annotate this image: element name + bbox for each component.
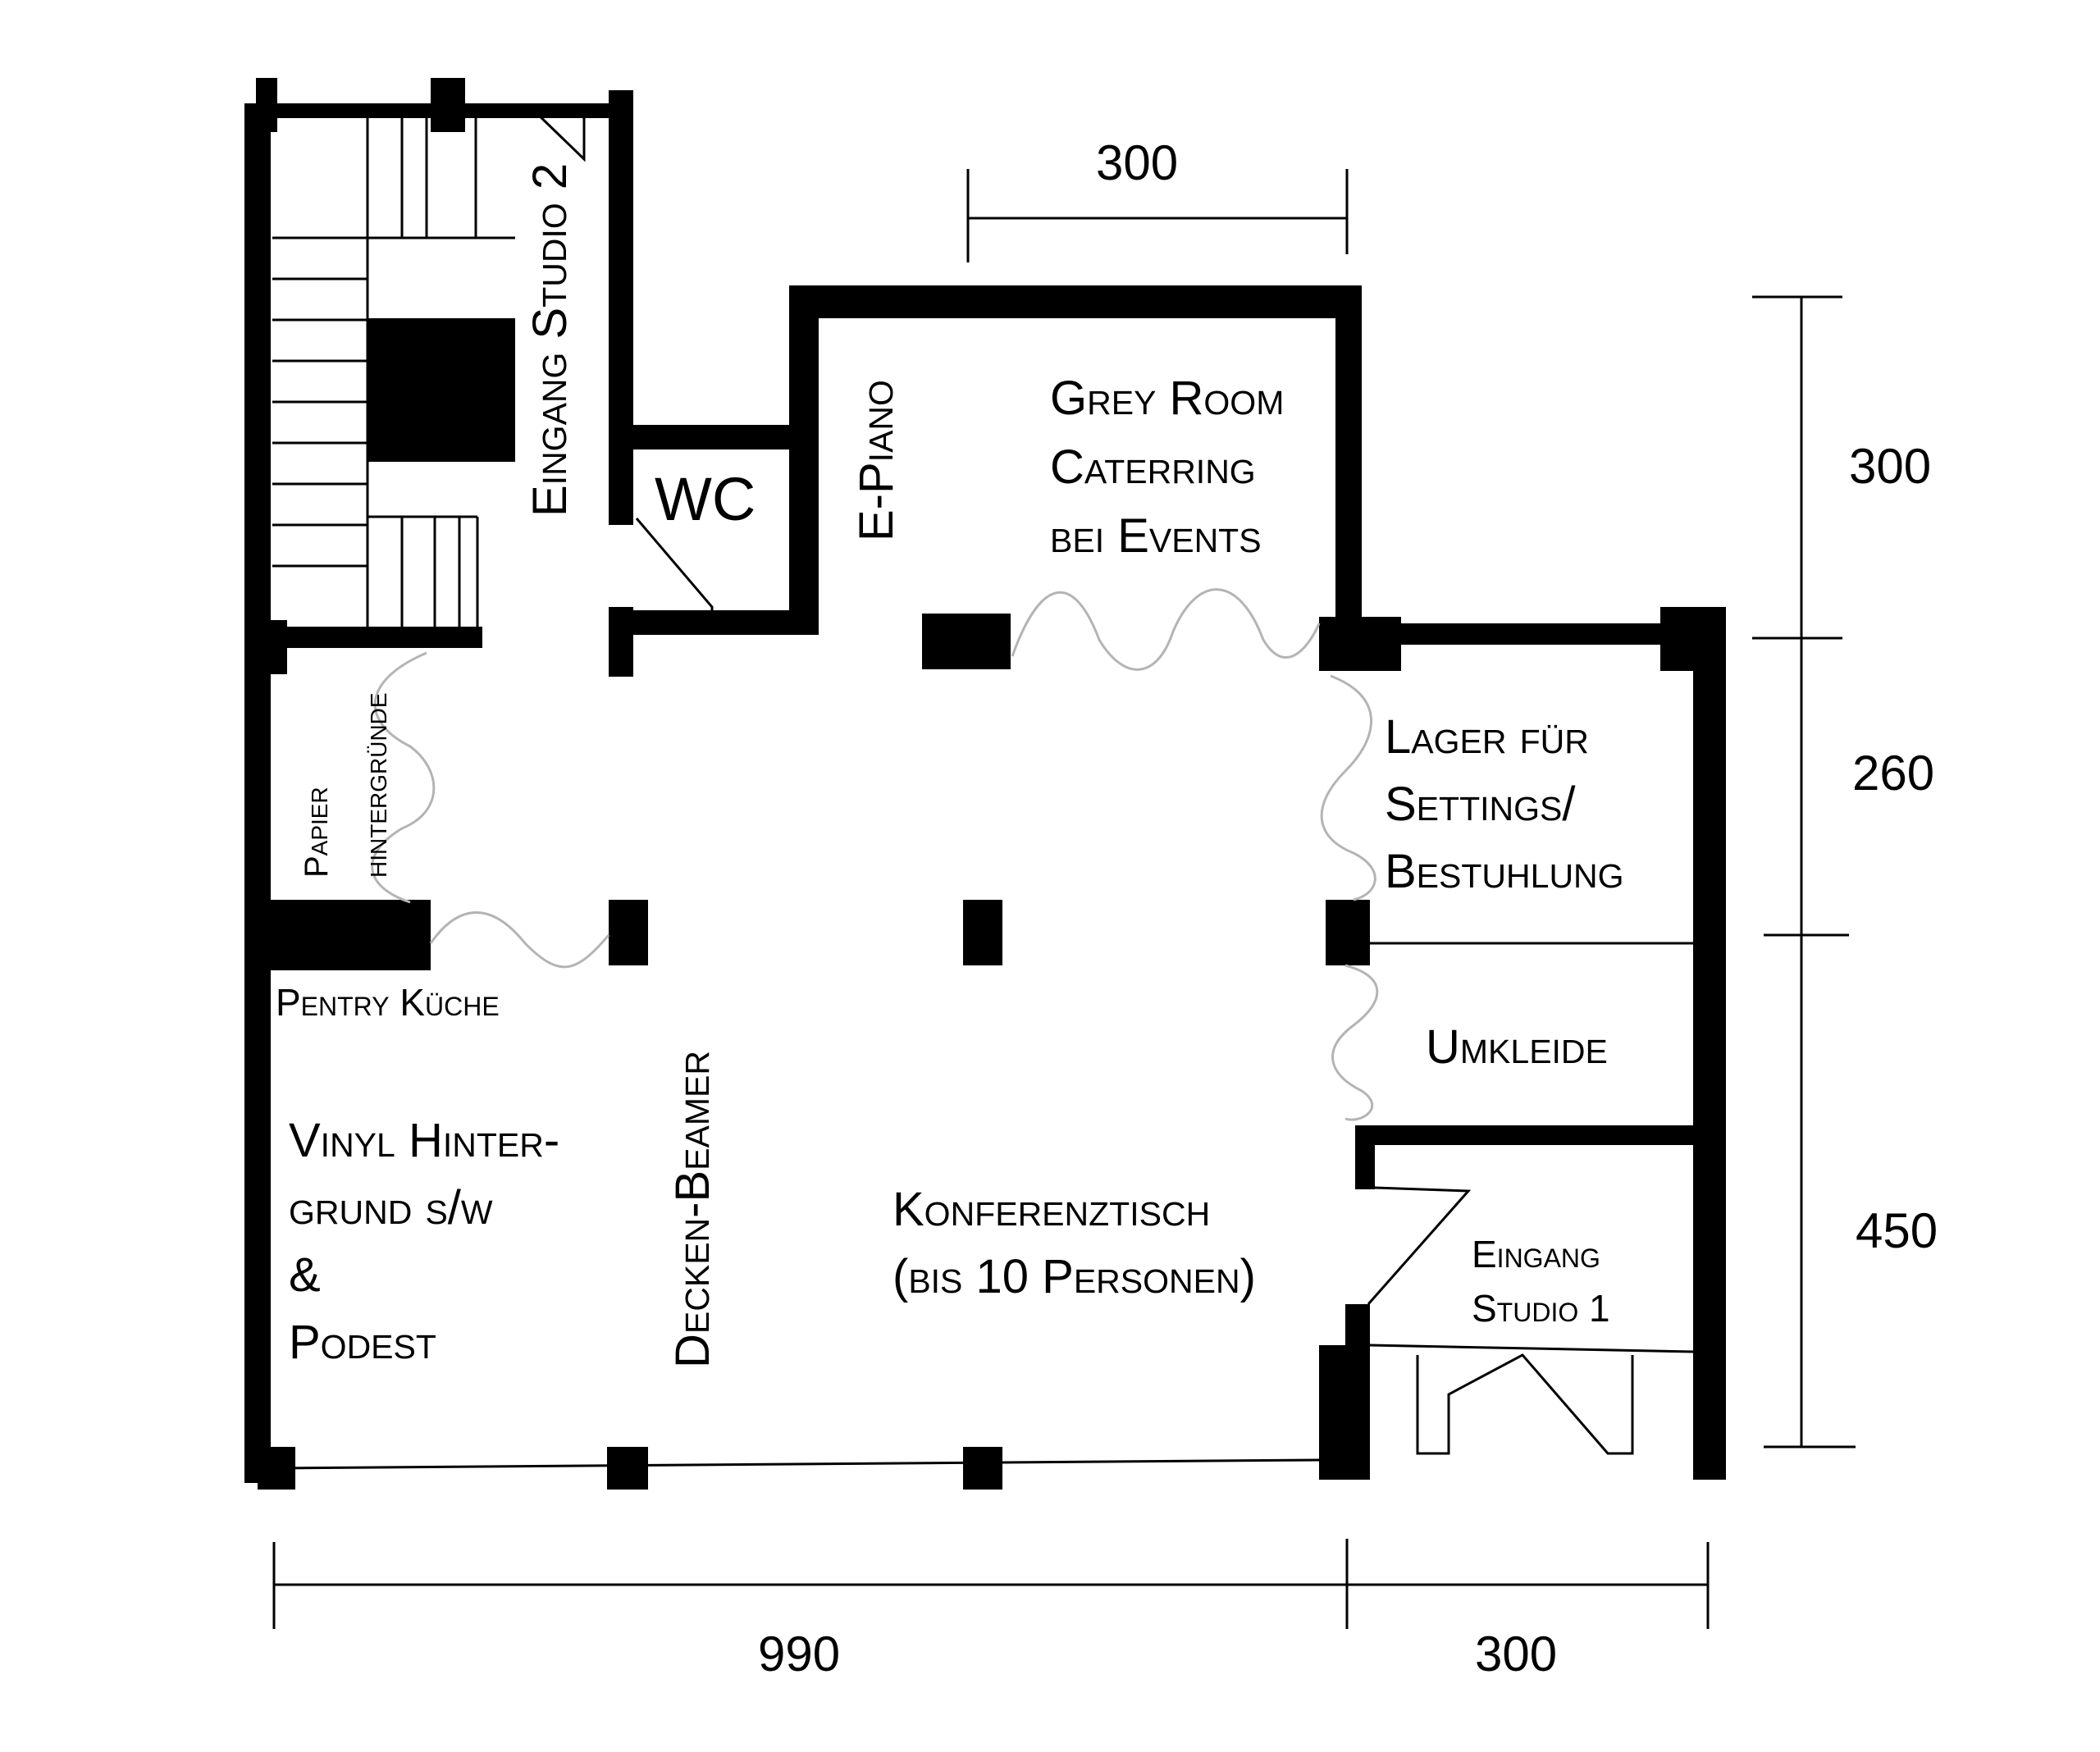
label-e-piano: E-Piano: [850, 380, 903, 541]
label-konferenztisch: Konferenztisch (bis 10 Personen): [892, 1183, 1256, 1303]
column-right-mid: [1326, 900, 1370, 965]
label-wc: WC: [655, 465, 756, 533]
label-decken-beamer: Decken-Beamer: [666, 1051, 719, 1368]
label-papier-hintergruende: Papier hintergründe: [299, 692, 394, 878]
wall-grey-top: [789, 285, 1362, 318]
dim-bottom-main: 990: [758, 1627, 841, 1681]
column-pentry-right: [609, 900, 648, 965]
wall-umkleide-bottom: [1355, 1125, 1693, 1145]
door-swing-wc: [635, 518, 714, 623]
dim-bottom-right: 300: [1475, 1627, 1558, 1681]
column-center: [963, 900, 1002, 965]
dim-right-middle: 260: [1852, 746, 1935, 801]
door-swing-studio2: [532, 108, 586, 162]
column-bottom-3: [963, 1447, 1002, 1490]
curtain-pentry: [429, 911, 610, 969]
label-grey-room: Grey Room Caterring bei Events: [1050, 372, 1285, 563]
staircase: [272, 118, 515, 627]
dim-right-upper: 300: [1849, 439, 1932, 494]
label-vinyl: Vinyl Hinter- grund s/w & Podest: [289, 1114, 560, 1369]
thin-lines: [278, 108, 1695, 1470]
curtain-papier: [371, 651, 436, 904]
double-door-studio1: [1416, 1353, 1634, 1455]
pentry-counter: [269, 900, 431, 970]
column-left-upper: [244, 620, 287, 674]
wall-wc-bottom: [609, 610, 819, 635]
grey-room-fixture: [922, 614, 1011, 669]
wall-studio2-left: [609, 90, 633, 525]
wall-grey-right: [1335, 285, 1362, 655]
label-eingang-studio-1: Eingang Studio 1: [1472, 1233, 1610, 1330]
door-swing-entrance-1: [1367, 1186, 1472, 1305]
wall-umkleide-left: [1355, 1125, 1375, 1189]
label-eingang-studio-2: Eingang Studio 2: [523, 162, 577, 517]
wall-right: [1693, 607, 1726, 1480]
dim-top-width: 300: [1096, 135, 1179, 190]
curtain-grey-room: [1011, 588, 1321, 671]
stair-core-block: [368, 318, 515, 462]
wall-lager-top: [1319, 623, 1677, 645]
wall-left: [244, 105, 271, 1483]
column-top-mid: [431, 78, 465, 132]
curtain-umkleide: [1331, 964, 1379, 1121]
walls: [244, 78, 1726, 1490]
wall-entrance1-stub: [1345, 1304, 1370, 1350]
column-bottom-right: [1319, 1345, 1370, 1480]
curtain-lager: [1320, 674, 1376, 901]
dim-right-lower: 450: [1856, 1203, 1938, 1258]
column-bottom-2: [607, 1447, 648, 1490]
wall-wc-top: [609, 425, 815, 449]
label-lager: Lager für Settings/ Bestuhlung: [1385, 710, 1624, 898]
dimension-lines: [272, 169, 1856, 1629]
wall-wc-right: [789, 287, 819, 635]
label-pentry-kueche: Pentry Küche: [276, 981, 500, 1024]
curtains: [371, 588, 1379, 1121]
column-top-left: [256, 78, 277, 132]
label-umkleide: Umkleide: [1426, 1020, 1608, 1074]
